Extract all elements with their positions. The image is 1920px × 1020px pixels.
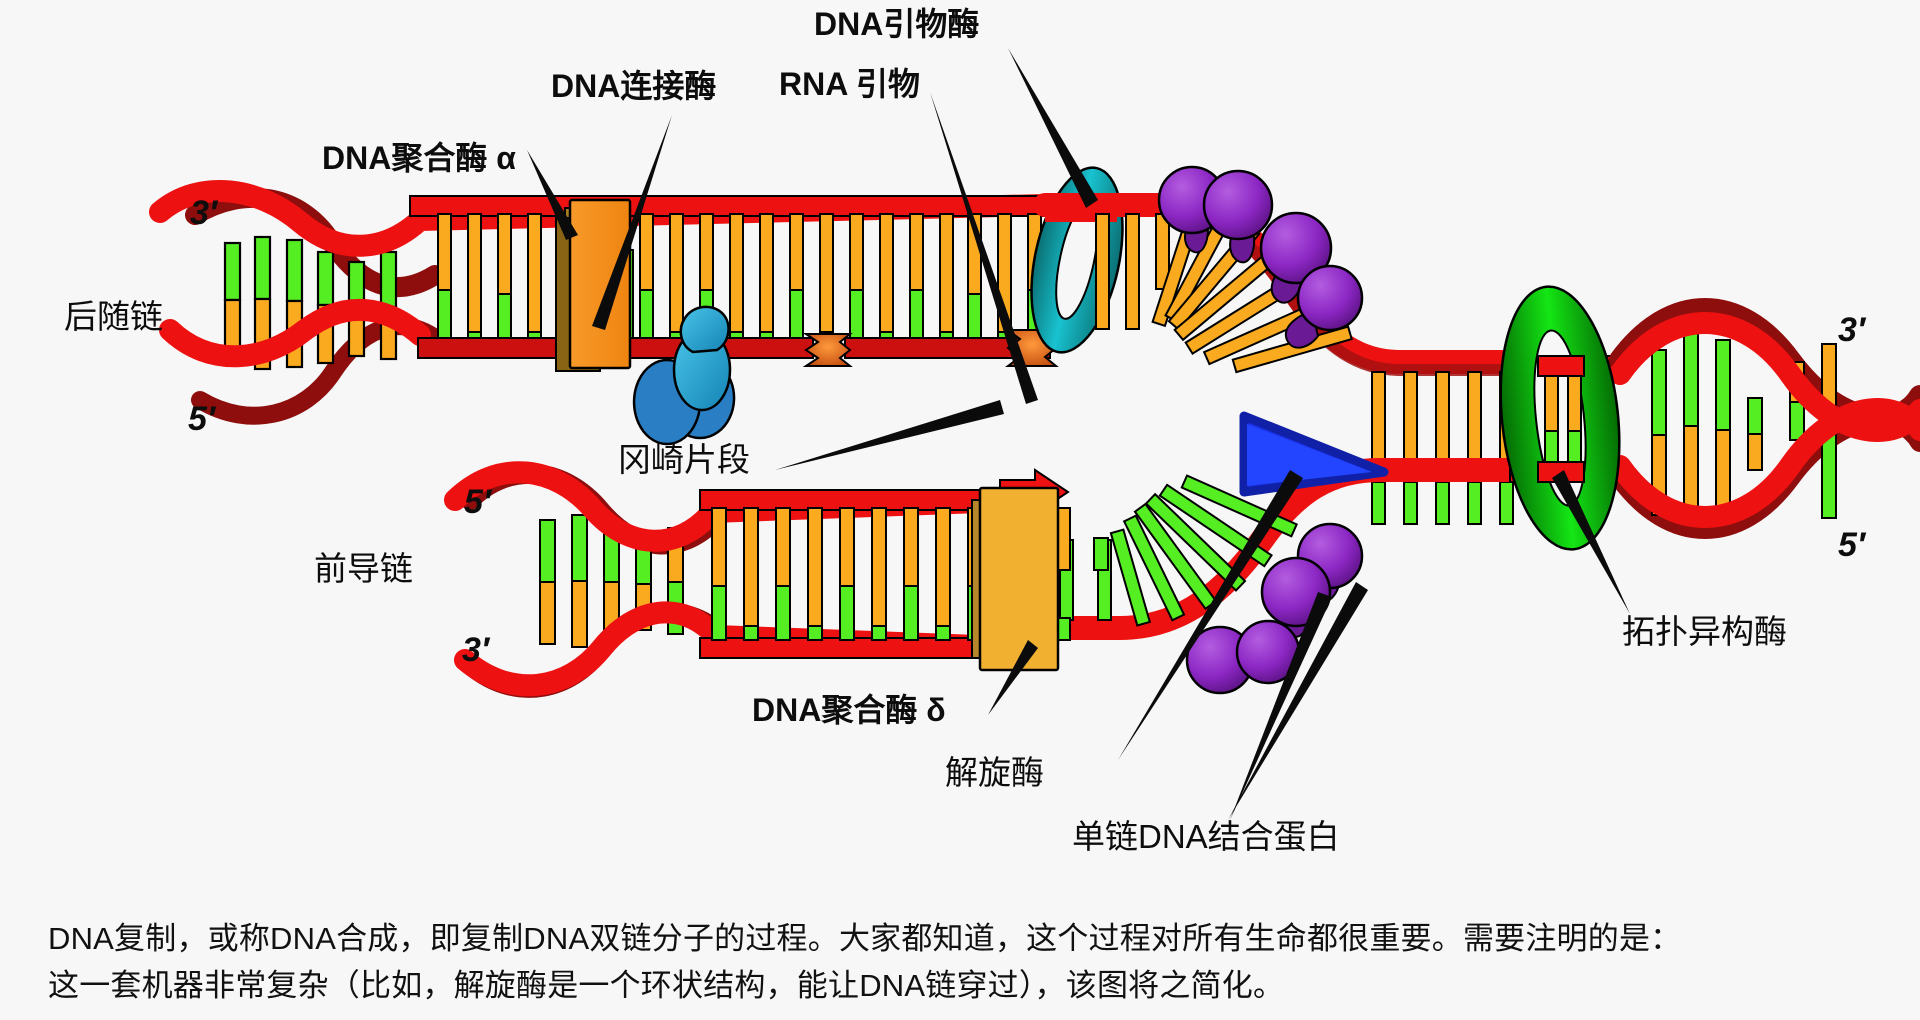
label-lagging-strand: 后随链 <box>64 298 163 335</box>
ssb-protein <box>1235 619 1301 685</box>
figure-caption: DNA复制，或称DNA合成，即复制DNA双链分子的过程。大家都知道，这个过程对所… <box>48 915 1898 1009</box>
label-dna-polymerase-alpha: DNA聚合酶 α <box>322 140 516 176</box>
leader-okazaki <box>775 400 1004 470</box>
label-rna-primer: RNA 引物 <box>779 66 921 102</box>
label-right-three-prime: 3′ <box>1838 311 1866 349</box>
ssb-protein <box>1284 264 1364 349</box>
leader-pol-alpha <box>527 150 578 240</box>
leader-helicase <box>1118 470 1303 760</box>
caption-line-1: DNA复制，或称DNA合成，即复制DNA双链分子的过程。大家都知道，这个过程对所… <box>48 921 1682 956</box>
ssb-protein <box>1202 169 1274 264</box>
leader-ligase <box>592 115 672 330</box>
label-leading-five-prime: 5′ <box>464 483 492 521</box>
leading-strand-group <box>444 461 1109 698</box>
ssb-proteins-group <box>1157 165 1364 695</box>
leader-pol-delta <box>988 640 1038 715</box>
label-ssb-protein: 单链DNA结合蛋白 <box>1072 818 1340 855</box>
dna-ligase-enzyme <box>555 198 632 372</box>
rna-primer-1 <box>802 333 853 367</box>
label-okazaki-fragment: 冈崎片段 <box>618 441 750 478</box>
right-helix <box>1609 298 1920 539</box>
label-leading-three-prime: 3′ <box>462 631 490 669</box>
leader-ssb-2 <box>1228 582 1368 820</box>
lagging-template-bases <box>437 213 1042 333</box>
leading-base-pairs <box>711 507 1015 641</box>
okazaki-clamp <box>632 305 736 446</box>
leader-rna-primer <box>930 92 1038 404</box>
leading-bottom-backbone <box>454 601 1041 697</box>
dna-polymerase-delta-enzyme <box>971 486 1060 672</box>
label-right-five-prime: 5′ <box>1838 526 1866 564</box>
helicase-enzyme <box>1239 411 1389 497</box>
label-topoisomerase: 拓扑异构酶 <box>1622 613 1787 650</box>
leading-template-extension <box>1055 507 1109 641</box>
label-lagging-three-prime: 3′ <box>190 194 218 232</box>
leader-ssb-1 <box>1230 592 1332 820</box>
label-helicase: 解旋酶 <box>945 754 1044 791</box>
label-dna-ligase: DNA连接酶 <box>551 68 717 104</box>
ssb-protein <box>1259 211 1333 304</box>
lagging-template-backbone <box>149 180 1056 257</box>
leading-top-backbone <box>444 461 1046 552</box>
leader-lines <box>527 48 1630 820</box>
label-dna-primase: DNA引物酶 <box>814 6 980 42</box>
topoisomerase-enzyme <box>1499 285 1621 551</box>
label-leading-strand: 前导链 <box>314 550 413 587</box>
leader-topoisomerase <box>1552 470 1630 614</box>
leader-primase <box>1008 48 1098 208</box>
caption-line-2: 这一套机器非常复杂（比如，解旋酶是一个环状结构，能让DNA链穿过），该图将之简化… <box>48 968 1285 1004</box>
label-lagging-five-prime: 5′ <box>188 400 216 438</box>
lagging-lower-helix <box>159 299 431 368</box>
leading-helix-bases <box>539 514 684 648</box>
label-dna-polymerase-delta: DNA聚合酶 δ <box>752 692 946 728</box>
